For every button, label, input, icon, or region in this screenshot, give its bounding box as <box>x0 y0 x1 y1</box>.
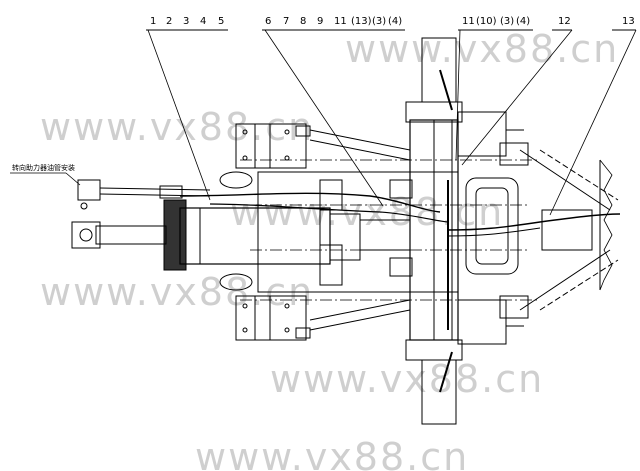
watermark: www.vx88.cn <box>270 357 544 401</box>
callout-11: 11 <box>334 16 347 27</box>
frame-assembly <box>71 37 621 425</box>
callout-8: 8 <box>300 16 306 27</box>
callout-13: 13 <box>622 16 635 27</box>
callout-13: (13) <box>351 16 372 27</box>
callout-group-a: 1 2 3 4 5 <box>146 16 228 31</box>
watermark-layer: www.vx88.cn www.vx88.cn www.vx88.cn www.… <box>40 27 619 471</box>
callout-10: (10) <box>476 16 497 27</box>
callout-2: 2 <box>166 16 172 27</box>
callout-1: 1 <box>150 16 156 27</box>
callout-6: 6 <box>265 16 271 27</box>
callout-4: (4) <box>516 16 530 27</box>
callout-3: (3) <box>372 16 386 27</box>
callout-12: 12 <box>558 16 571 27</box>
side-note: 转向助力器油管安装 <box>10 163 81 186</box>
callout-5: 5 <box>218 16 224 27</box>
callout-group-c: 11 (10) (3) (4) <box>458 16 533 31</box>
callout-4: (4) <box>388 16 402 27</box>
callout-3: 3 <box>183 16 189 27</box>
watermark: www.vx88.cn <box>345 27 619 71</box>
callout-9: 9 <box>317 16 323 27</box>
callout-7: 7 <box>283 16 289 27</box>
callout-11: 11 <box>462 16 475 27</box>
side-note-text: 转向助力器油管安装 <box>12 163 75 172</box>
watermark: www.vx88.cn <box>195 435 469 471</box>
watermark: www.vx88.cn <box>40 105 314 149</box>
callout-3: (3) <box>500 16 514 27</box>
callout-group-b: 6 7 8 9 11 (13) (3) (4) <box>262 16 405 31</box>
leader-lines <box>147 29 637 216</box>
callout-4: 4 <box>200 16 206 27</box>
